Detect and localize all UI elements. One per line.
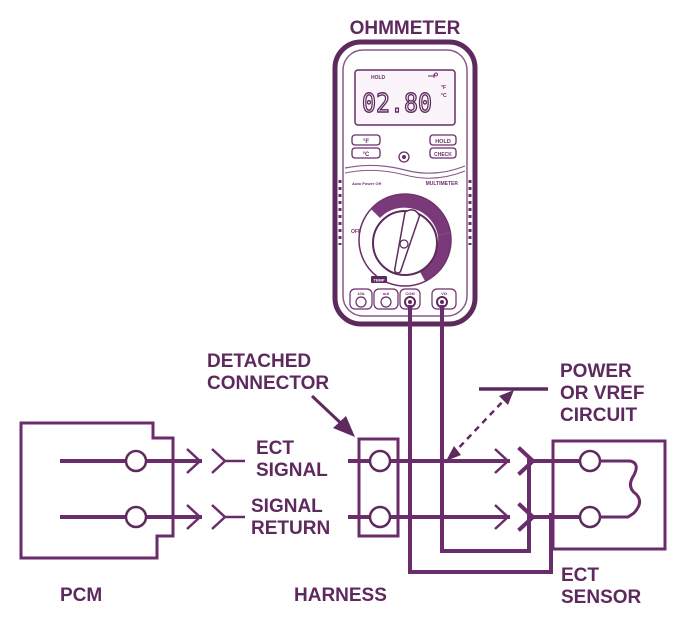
harness-ect-signal-wire: [348, 448, 510, 474]
connector-return-cavity: [368, 505, 392, 529]
lcd-unit-c: °C: [441, 93, 447, 99]
auto-power-off-label: Auto Power Off: [352, 181, 382, 186]
harness-label: HARNESS: [294, 585, 387, 606]
sensor-return-side: [517, 502, 602, 532]
backlight-button[interactable]: [398, 151, 410, 163]
possible-short-dashed-path: [451, 397, 507, 456]
lcd-reading: 02.80: [362, 89, 432, 119]
jack-volt-ohm[interactable]: VΩ: [431, 288, 457, 310]
power-label-line2: OR VREF: [560, 383, 644, 404]
lcd-continuity-icon: [428, 72, 438, 78]
sensor-signal-side: [517, 446, 602, 476]
jack-com-label: COM: [405, 291, 415, 296]
ect-sensor-label-line2: SENSOR: [561, 587, 642, 608]
bulb-icon: [402, 155, 406, 159]
ohmmeter-title: OHMMETER: [350, 18, 461, 39]
meter-brand-label: MULTIMETER: [426, 181, 459, 187]
ect-sensor-label-line1: ECT: [561, 565, 599, 586]
button-celsius-label: °C: [363, 152, 370, 158]
pcm-signal-return-circuit: [60, 504, 245, 530]
dial-temp-label: TEMP: [373, 278, 384, 283]
button-check-label: CHECK: [434, 152, 452, 158]
test-lead-v: [440, 305, 531, 553]
ect-signal-label-line2: SIGNAL: [256, 460, 328, 481]
button-fahrenheit[interactable]: °F: [351, 134, 381, 146]
button-hold-label: HOLD: [435, 139, 451, 145]
power-label-line1: POWER: [560, 361, 632, 382]
pcm-ect-signal-circuit: [60, 448, 245, 474]
pcm-label: PCM: [60, 585, 102, 606]
pcm-return-pin: [124, 505, 148, 529]
signal-return-label-line1: SIGNAL: [251, 496, 323, 517]
detached-connector-arrowhead: [333, 416, 355, 437]
button-fahrenheit-label: °F: [363, 139, 369, 145]
lcd-hold-indicator: HOLD: [371, 75, 386, 81]
sensor-signal-pin: [578, 449, 602, 473]
harness-signal-male-terminal-right: [494, 448, 510, 474]
dashed-path-arrowhead-bottom: [446, 446, 461, 461]
button-celsius[interactable]: °C: [351, 147, 381, 159]
signal-return-label-line2: RETURN: [251, 518, 330, 539]
jack-10a-label: 10A: [357, 291, 364, 296]
pcm-return-male-terminal: [186, 504, 202, 530]
jack-ma[interactable]: mA: [373, 288, 399, 310]
meter-lcd: [354, 69, 456, 126]
sensor-return-pin: [578, 505, 602, 529]
dial-range-band-top: [371, 194, 450, 236]
button-hold[interactable]: HOLD: [429, 134, 457, 146]
dial-off-label: OFF: [351, 229, 361, 235]
harness-signal-return-wire: [348, 504, 510, 530]
power-label-line3: CIRCUIT: [560, 405, 637, 426]
multimeter: HOLD 02.80 °F °C °F °C HOLD CHECK Auto P…: [332, 39, 478, 327]
dashed-path-arrowhead-top: [499, 390, 514, 405]
pcm-signal-pin: [124, 449, 148, 473]
jack-com[interactable]: COM: [399, 288, 421, 310]
ect-sensor: [551, 439, 667, 551]
jack-ma-label: mA: [383, 291, 390, 296]
jack-volt-ohm-label: VΩ: [441, 291, 448, 296]
meter-panel-divider-2: [344, 169, 466, 179]
test-lead-com: [408, 305, 553, 574]
dial-hub: [399, 239, 409, 249]
detached-connector-label-line1: DETACHED: [207, 351, 311, 372]
pcm-module: [19, 421, 175, 560]
harness-return-male-terminal-right: [494, 504, 510, 530]
jack-10a[interactable]: 10A: [349, 288, 373, 310]
harness-return-female-terminal-left: [211, 504, 227, 530]
meter-panel-divider: [344, 164, 466, 174]
detached-connector: [357, 437, 400, 538]
lcd-unit-f: °F: [441, 85, 446, 91]
rotary-dial[interactable]: OFF: [351, 193, 452, 287]
connector-signal-cavity: [368, 449, 392, 473]
meter-inner-bezel: [342, 49, 468, 317]
button-check[interactable]: CHECK: [429, 147, 457, 159]
detached-connector-label-line2: CONNECTOR: [207, 373, 329, 394]
ect-signal-label-line1: ECT: [256, 438, 294, 459]
dial-temp-segment: [371, 276, 387, 283]
harness-signal-female-terminal-left: [211, 448, 227, 474]
thermistor-element: [600, 459, 641, 519]
pcm-signal-male-terminal: [186, 448, 202, 474]
